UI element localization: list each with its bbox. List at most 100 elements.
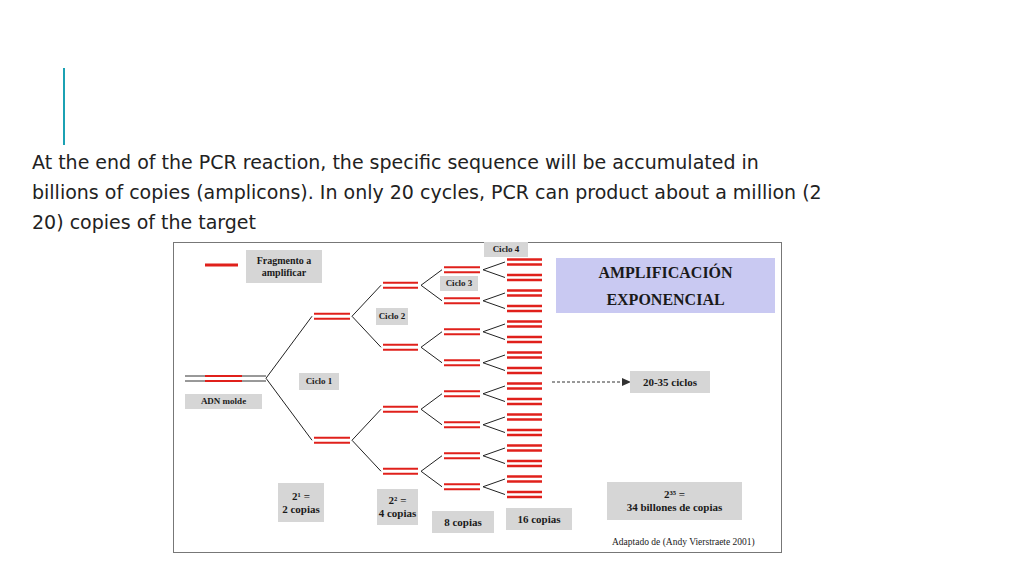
- legend-text: Fragmento a amplificar: [249, 255, 319, 279]
- label-box: Ciclo 2: [376, 308, 408, 325]
- label-box: ADN molde: [185, 394, 262, 409]
- branch-line: [352, 409, 381, 440]
- branch-line: [483, 386, 505, 394]
- dna-fragment: [507, 382, 542, 385]
- dna-fragment: [507, 475, 542, 478]
- branch-line: [483, 293, 505, 301]
- dna-fragment: [507, 496, 542, 499]
- dna-fragment: [507, 320, 542, 323]
- dna-fragment: [507, 460, 542, 463]
- dna-fragment: [507, 341, 542, 344]
- dna-fragment: [507, 465, 542, 468]
- box-text: 20-35 ciclos: [643, 376, 697, 389]
- dna-fragment: [383, 349, 418, 351]
- branch-line: [483, 487, 505, 495]
- branch-line: [421, 409, 442, 425]
- dna-fragment: [507, 351, 542, 354]
- branch-line: [421, 332, 442, 348]
- dna-fragment: [507, 263, 542, 266]
- dna-fragment: [444, 364, 480, 366]
- dna-fragment: [314, 437, 350, 439]
- dna-fragment: [507, 491, 542, 494]
- dna-fragment: [444, 302, 480, 304]
- label-box: 2³⁵ =34 billones de copias: [607, 482, 742, 520]
- branch-line: [421, 270, 442, 286]
- dna-fragment: [383, 411, 418, 413]
- branch-line: [483, 363, 505, 371]
- legend-box: Fragmento a amplificar: [246, 250, 322, 283]
- box-text: 4 copias: [379, 507, 417, 520]
- branch-line: [483, 417, 505, 425]
- box-text: ADN molde: [201, 396, 246, 407]
- dna-fragment: [507, 336, 542, 339]
- title-box: AMPLIFICACIÓN EXPONENCIAL: [556, 258, 775, 313]
- dna-strand: [185, 376, 266, 377]
- label-box: Ciclo 1: [299, 373, 339, 390]
- box-text: 34 billones de copias: [627, 501, 723, 514]
- box-text: 16 copias: [517, 513, 560, 526]
- dna-fragment: [507, 305, 542, 308]
- dna-fragment: [507, 429, 542, 432]
- dna-fragment: [383, 468, 418, 470]
- target-segment: [205, 380, 242, 382]
- dna-fragment: [444, 426, 480, 428]
- branch-line: [483, 456, 505, 464]
- branch-line: [421, 394, 442, 410]
- branch-line: [483, 324, 505, 332]
- dna-fragment: [507, 372, 542, 375]
- branch-line: [483, 355, 505, 363]
- branch-line: [483, 332, 505, 340]
- dna-fragment: [444, 271, 480, 273]
- label-box: 16 copias: [506, 508, 572, 530]
- branch-line: [421, 456, 442, 472]
- dna-fragment: [507, 387, 542, 390]
- dna-fragment: [444, 359, 480, 361]
- dna-fragment: [507, 274, 542, 277]
- box-text: 2 copias: [282, 503, 320, 516]
- dna-fragment: [314, 318, 350, 320]
- dna-fragment: [444, 421, 480, 423]
- dna-fragment: [507, 279, 542, 282]
- dna-fragment: [314, 442, 350, 444]
- dashed-arrow: [552, 382, 622, 383]
- target-segment: [205, 375, 242, 377]
- dna-fragment: [507, 434, 542, 437]
- branch-line: [421, 347, 442, 363]
- dna-fragment: [383, 344, 418, 346]
- branch-line: [483, 262, 505, 270]
- dna-fragment: [507, 356, 542, 359]
- accent-line: [63, 68, 65, 145]
- source-note: Adaptado de (Andy Vierstraete 2001): [612, 537, 755, 547]
- legend-sample-line: [205, 264, 238, 267]
- dna-fragment: [507, 325, 542, 328]
- box-text: Ciclo 1: [306, 376, 333, 387]
- box-text: 2² =: [389, 494, 407, 507]
- box-text: Ciclo 3: [446, 278, 473, 289]
- dna-fragment: [383, 473, 418, 475]
- box-text: 2³⁵ =: [664, 488, 685, 501]
- box-text: Ciclo 2: [379, 311, 406, 322]
- dna-fragment: [507, 398, 542, 401]
- label-box: Ciclo 4: [484, 242, 528, 257]
- dna-fragment: [507, 444, 542, 447]
- branch-line: [421, 471, 442, 487]
- template-dna: [185, 376, 266, 381]
- branch-line: [483, 270, 505, 278]
- dna-fragment: [507, 418, 542, 421]
- label-box: Ciclo 3: [440, 276, 478, 291]
- box-text: AMPLIFICACIÓN EXPONENCIAL: [581, 259, 751, 313]
- box-text: Ciclo 4: [493, 244, 520, 255]
- dna-fragment: [383, 287, 418, 289]
- branch-line: [483, 448, 505, 456]
- amplification-tree: [266, 260, 542, 498]
- dna-fragment: [444, 488, 480, 490]
- box-text: 8 copias: [444, 516, 482, 529]
- branch-line: [483, 479, 505, 487]
- slide-text: At the end of the PCR reaction, the spec…: [32, 147, 822, 237]
- dna-fragment: [507, 403, 542, 406]
- branch-line: [483, 394, 505, 402]
- label-box: 8 copias: [432, 511, 494, 533]
- label-box: 2¹ =2 copias: [278, 483, 324, 522]
